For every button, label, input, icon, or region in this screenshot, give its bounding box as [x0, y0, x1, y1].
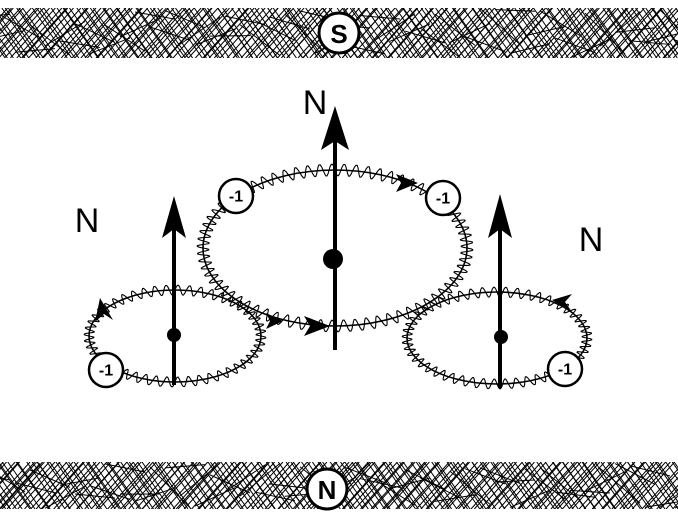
left-nucleus	[167, 328, 181, 342]
center-moment	[321, 106, 349, 350]
electron-charge-label: -1	[229, 189, 243, 206]
center-bottom-arrow	[304, 316, 330, 336]
electron-charge-label: -1	[99, 363, 113, 380]
bottom-pole-label: N	[318, 475, 337, 505]
electron-charge-label: -1	[436, 191, 450, 208]
electron-badge: -1	[548, 352, 582, 386]
center-nucleus	[323, 249, 343, 269]
left-field-label: N	[75, 202, 100, 240]
electron-badge: -1	[219, 179, 253, 213]
right-field-label: N	[579, 221, 604, 259]
center-field-label: N	[303, 84, 328, 122]
bottom-pole-badge: N	[307, 469, 347, 509]
electron-badge: -1	[426, 181, 460, 215]
electron-badge: -1	[89, 353, 123, 387]
electron-charge-label: -1	[558, 362, 572, 379]
left-bottom-arrow	[266, 313, 283, 329]
top-pole-badge: S	[319, 13, 359, 53]
top-pole-label: S	[330, 19, 347, 49]
left-orbit-arrow	[95, 298, 113, 322]
right-nucleus	[494, 330, 508, 344]
